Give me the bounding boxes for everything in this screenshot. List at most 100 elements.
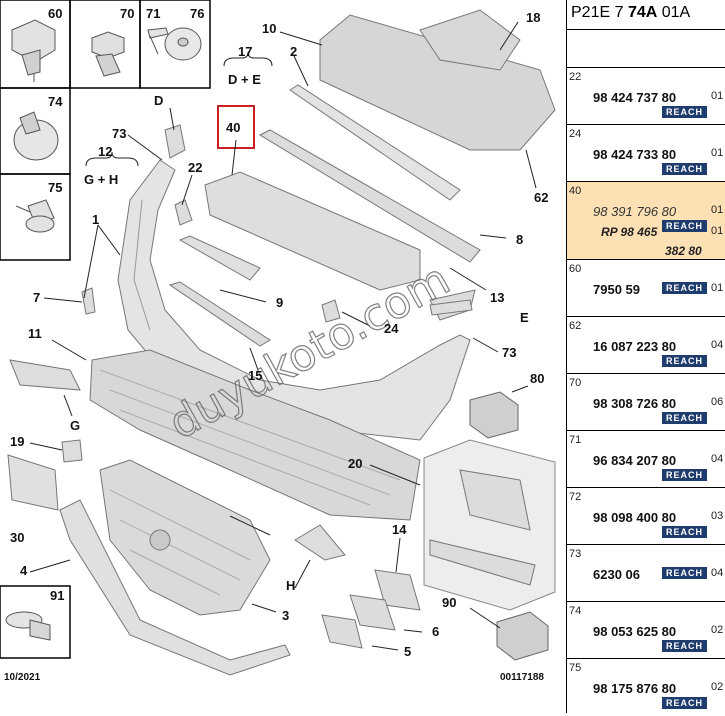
table-row[interactable]: 62 16 087 223 80 REACH 04 — [567, 317, 725, 374]
kit-box-part-90 — [496, 611, 549, 661]
bolt-74-part — [13, 111, 59, 161]
bracket-part-8 — [258, 129, 481, 263]
clip-60-part — [11, 19, 56, 82]
bolt-70-part — [91, 31, 125, 77]
row-code: 75 — [569, 662, 582, 674]
row-reference: 16 087 223 80 — [593, 339, 677, 354]
callout-73-left: 73 — [112, 126, 126, 141]
leader-lines — [29, 21, 537, 651]
row-quantity: 03 — [711, 510, 724, 522]
upper-panel-part-10 — [319, 14, 556, 151]
letter-H: H — [286, 578, 295, 593]
callout-15: 15 — [248, 368, 262, 383]
callout-11: 11 — [28, 326, 42, 341]
row-code: 72 — [569, 491, 582, 503]
header-bold: 74A — [627, 4, 658, 21]
row-alt-reference: RP 98 465 — [601, 225, 658, 239]
bracket-part-24 — [321, 299, 341, 323]
table-row[interactable]: 75 98 175 876 80 REACH 02 — [567, 659, 725, 716]
row-code: 40 — [569, 185, 582, 197]
row-code: 22 — [569, 71, 582, 83]
part-callouts: 1 2 3 4 5 6 7 8 9 10 11 13 14 15 18 19 2… — [4, 10, 548, 683]
variant-left-number: 12 — [98, 144, 112, 159]
table-row[interactable]: 60 7950 59 REACH 01 — [567, 260, 725, 317]
reference-number: 00117188 — [500, 672, 544, 683]
callout-13: 13 — [490, 290, 504, 305]
reach-badge: REACH — [662, 697, 708, 709]
kit-box-part-80 — [469, 391, 519, 439]
reach-badge: REACH — [662, 469, 708, 481]
row-quantity: 01 — [711, 282, 724, 294]
row-alt-quantity: 01 — [711, 225, 724, 237]
front-grille-part-3 — [99, 459, 271, 616]
label-91: 91 — [50, 588, 64, 603]
callout-30: 30 — [10, 530, 24, 545]
row-reference: 7950 59 — [593, 282, 640, 297]
callout-19: 19 — [10, 434, 24, 449]
callout-6: 6 — [432, 624, 439, 639]
screw-71-part — [147, 27, 169, 55]
row-reference: 98 098 400 80 — [593, 510, 677, 525]
reach-badge: REACH — [662, 567, 708, 579]
label-76: 76 — [190, 6, 204, 21]
callout-18: 18 — [526, 10, 540, 25]
table-row[interactable]: 22 98 424 737 80 REACH 01 — [567, 68, 725, 125]
callout-73-right: 73 — [502, 345, 516, 360]
translucent-box-part-20 — [423, 439, 556, 611]
variant-brace-right — [223, 51, 273, 67]
grille-insert-part-14 — [374, 569, 421, 611]
inset-labels: 60 70 71 76 74 75 91 — [48, 6, 204, 603]
date-label: 10/2021 — [4, 672, 41, 683]
callout-22: 22 — [188, 160, 202, 175]
row-quantity: 04 — [711, 453, 724, 465]
row-code: 74 — [569, 605, 582, 617]
callout-9: 9 — [276, 295, 283, 310]
parts-reference-table: P21E 7 74A 01A 22 98 424 737 80 REACH 01… — [566, 0, 725, 713]
header-prefix: P21E 7 — [571, 4, 628, 21]
grille-insert-part-5 — [321, 614, 363, 649]
callout-24: 24 — [384, 321, 399, 336]
table-row[interactable]: 74 98 053 625 80 REACH 02 — [567, 602, 725, 659]
callout-4: 4 — [20, 563, 28, 578]
callout-80: 80 — [530, 371, 544, 386]
grille-insert-part-6 — [349, 594, 396, 631]
table-row[interactable]: 24 98 424 733 80 REACH 01 — [567, 125, 725, 182]
row-quantity: 02 — [711, 624, 724, 636]
bolt-75-part — [15, 199, 55, 233]
upper-trim-part-2 — [289, 84, 461, 201]
washer-76-part — [164, 27, 202, 61]
clip-part-7 — [81, 287, 96, 315]
table-row[interactable]: 71 96 834 207 80 REACH 04 — [567, 431, 725, 488]
row-reference: 98 175 876 80 — [593, 681, 677, 696]
row-quantity: 04 — [711, 339, 724, 351]
letter-G: G — [70, 418, 80, 433]
shield-part-18 — [419, 9, 521, 71]
label-60: 60 — [48, 6, 62, 21]
grille-frame-part-4 — [59, 499, 291, 676]
bracket-part-D — [164, 124, 186, 159]
letter-D: D — [154, 93, 163, 108]
reach-badge: REACH — [662, 220, 708, 232]
header-suffix: 01A — [657, 4, 691, 21]
cover-part-30 — [7, 454, 59, 511]
row-code: 71 — [569, 434, 582, 446]
rivet-91-part — [5, 611, 51, 641]
row-quantity: 01 — [711, 204, 724, 216]
table-row[interactable]: 73 6230 06 REACH 04 — [567, 545, 725, 602]
table-row[interactable]: 72 98 098 400 80 REACH 03 — [567, 488, 725, 545]
fastener-inset-grid — [0, 0, 211, 659]
exploded-parts-diagram: duyukoto.com 60 70 71 76 74 75 91 1 2 3 … — [0, 0, 556, 683]
table-row[interactable]: 70 98 308 726 80 REACH 06 — [567, 374, 725, 431]
callout-14: 14 — [392, 522, 407, 537]
reach-badge: REACH — [662, 355, 708, 367]
row-reference: 96 834 207 80 — [593, 453, 677, 468]
letter-E: E — [520, 310, 529, 325]
table-row-highlighted[interactable]: 40 98 391 796 80 01 RP 98 465 REACH 01 3… — [567, 182, 725, 260]
variant-right-text: D + E — [228, 72, 261, 87]
row-reference: 6230 06 — [593, 567, 640, 582]
callout-90: 90 — [442, 595, 456, 610]
row-reference: 98 391 796 80 — [593, 204, 677, 219]
variant-brace-left — [85, 151, 139, 167]
row-alt-reference-tail: 382 80 — [665, 244, 702, 258]
row-code: 70 — [569, 377, 582, 389]
